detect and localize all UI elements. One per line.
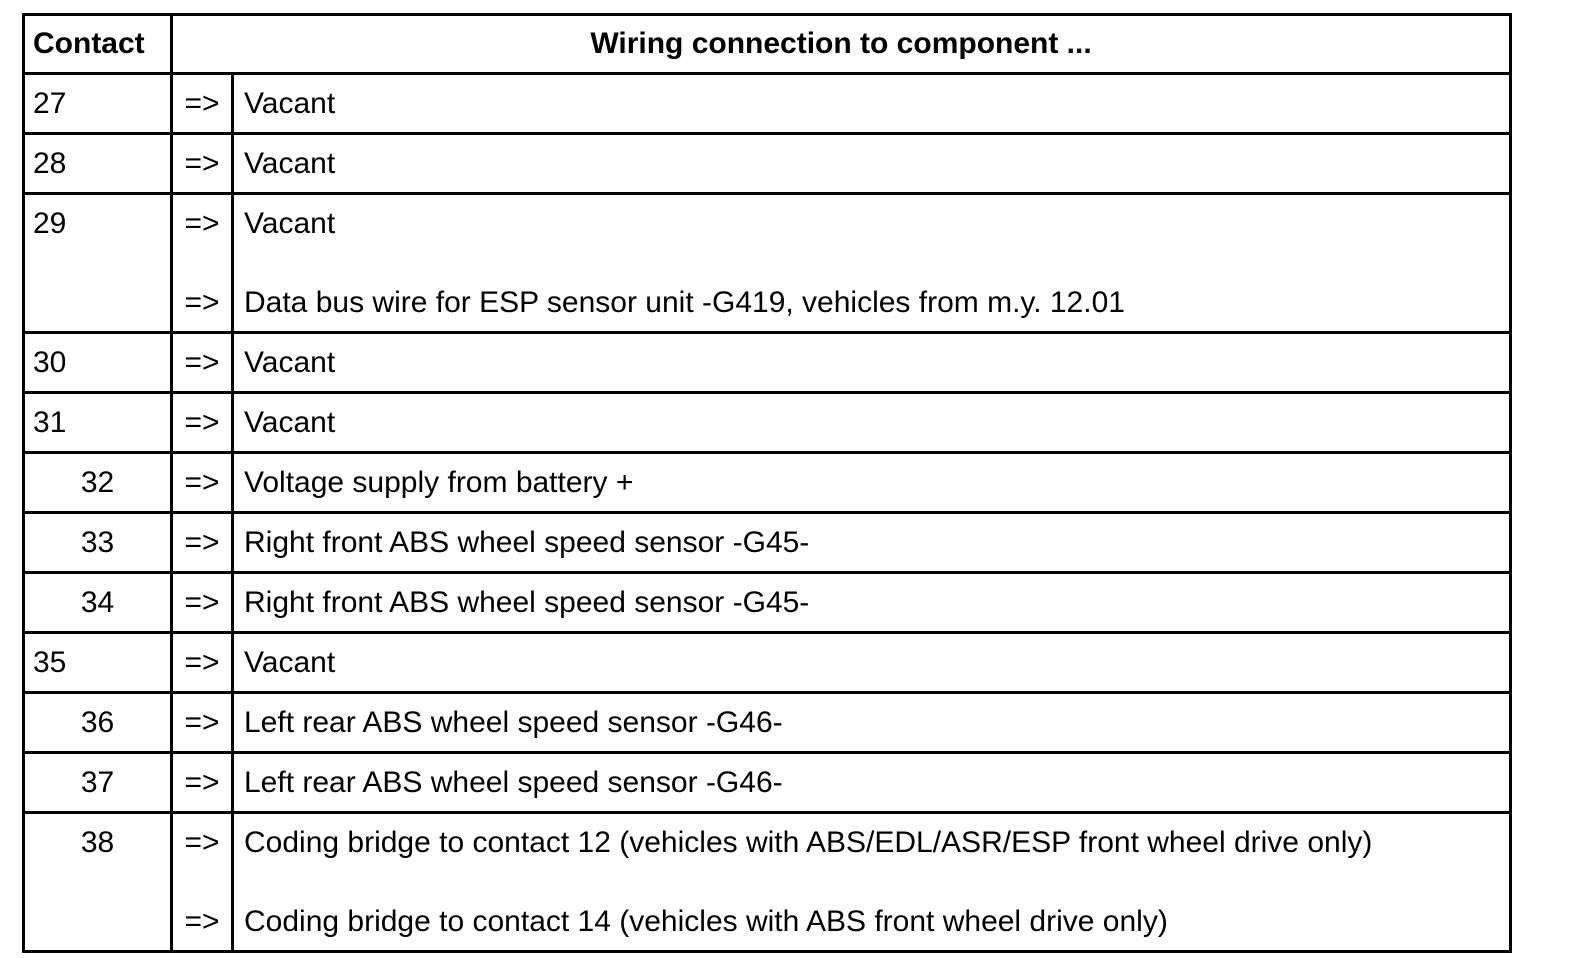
arrow-cell: => <box>173 394 234 451</box>
arrow-cell: => <box>173 754 234 811</box>
description-cell: Vacant <box>234 334 1509 391</box>
contact-number: 29 <box>33 206 67 240</box>
arrow-icon: => <box>184 904 220 938</box>
table-row: 36 => Left rear ABS wheel speed sensor -… <box>25 691 1509 751</box>
arrow-cell: => <box>173 634 234 691</box>
arrow-icon: => <box>184 345 220 379</box>
description-cell: Voltage supply from battery + <box>234 454 1509 511</box>
contact-cell: 38 <box>25 814 173 950</box>
contact-cell: 36 <box>25 694 173 751</box>
arrow-icon: => <box>184 525 220 559</box>
arrow-cell: => <box>173 75 234 132</box>
table-row: 32 => Voltage supply from battery + <box>25 451 1509 511</box>
wiring-description: Data bus wire for ESP sensor unit -G419,… <box>244 285 1125 319</box>
contact-number: 32 <box>80 465 115 499</box>
description-cell: Vacant <box>234 135 1509 192</box>
table-row: 27 => Vacant <box>25 72 1509 132</box>
wiring-description: Left rear ABS wheel speed sensor -G46- <box>244 705 783 739</box>
description-cell: Right front ABS wheel speed sensor -G45- <box>234 574 1509 631</box>
arrow-cell: => <box>173 135 234 192</box>
contact-number: 30 <box>33 345 67 379</box>
arrow-cell: => <box>173 334 234 391</box>
contact-number: 37 <box>80 765 115 799</box>
description-cell: Vacant <box>234 394 1509 451</box>
description-cell: Coding bridge to contact 12 (vehicles wi… <box>234 814 1509 950</box>
contact-number: 36 <box>80 705 115 739</box>
table-row: 35 => Vacant <box>25 631 1509 691</box>
table-row: 33 => Right front ABS wheel speed sensor… <box>25 511 1509 571</box>
contact-cell: 27 <box>25 75 173 132</box>
wiring-description: Coding bridge to contact 12 (vehicles wi… <box>244 825 1373 859</box>
wiring-description: Left rear ABS wheel speed sensor -G46- <box>244 765 783 799</box>
contact-number: 35 <box>33 645 67 679</box>
wiring-description: Vacant <box>244 345 336 379</box>
arrow-icon: => <box>184 465 220 499</box>
table-row: 37 => Left rear ABS wheel speed sensor -… <box>25 751 1509 811</box>
arrow-icon: => <box>184 825 220 859</box>
wiring-description: Right front ABS wheel speed sensor -G45- <box>244 525 810 559</box>
arrow-icon: => <box>184 405 220 439</box>
contact-cell: 32 <box>25 454 173 511</box>
contact-cell: 28 <box>25 135 173 192</box>
arrow-cell: => <box>173 454 234 511</box>
table-row: 34 => Right front ABS wheel speed sensor… <box>25 571 1509 631</box>
table-header-row: Contact Wiring connection to component .… <box>25 16 1509 72</box>
arrow-cell: => <box>173 514 234 571</box>
wiring-description: Vacant <box>244 146 336 180</box>
contact-cell: 37 <box>25 754 173 811</box>
contact-cell: 33 <box>25 514 173 571</box>
contact-number: 33 <box>80 525 115 559</box>
contact-number: 34 <box>80 585 115 619</box>
arrow-icon: => <box>184 705 220 739</box>
arrow-icon: => <box>184 146 220 180</box>
wiring-description: Vacant <box>244 86 336 120</box>
contact-cell: 29 <box>25 195 173 331</box>
contact-column-header: Contact <box>25 16 173 72</box>
contact-cell: 35 <box>25 634 173 691</box>
description-cell: Vacant <box>234 75 1509 132</box>
table-body: 27 => Vacant 28 => Vacant 29 => => Vacant… <box>25 72 1509 950</box>
contact-cell: 31 <box>25 394 173 451</box>
arrow-icon: => <box>184 765 220 799</box>
contact-number: 28 <box>33 146 67 180</box>
wiring-description: Vacant <box>244 206 336 240</box>
wiring-description: Vacant <box>244 405 336 439</box>
arrow-cell: => <box>173 694 234 751</box>
wiring-description: Coding bridge to contact 14 (vehicles wi… <box>244 904 1168 938</box>
arrow-icon: => <box>184 585 220 619</box>
contact-cell: 30 <box>25 334 173 391</box>
wiring-column-header: Wiring connection to component ... <box>590 27 1092 60</box>
description-cell: Vacant <box>234 634 1509 691</box>
arrow-icon: => <box>184 86 220 120</box>
arrow-icon: => <box>184 285 220 319</box>
contact-number: 31 <box>33 405 67 439</box>
contact-cell: 34 <box>25 574 173 631</box>
table-row: 30 => Vacant <box>25 331 1509 391</box>
arrow-cell: => => <box>173 195 234 331</box>
table-row: 31 => Vacant <box>25 391 1509 451</box>
description-cell: Left rear ABS wheel speed sensor -G46- <box>234 754 1509 811</box>
arrow-cell: => => <box>173 814 234 950</box>
table-row: 28 => Vacant <box>25 132 1509 192</box>
wiring-description: Vacant <box>244 645 336 679</box>
description-cell: Right front ABS wheel speed sensor -G45- <box>234 514 1509 571</box>
arrow-cell: => <box>173 574 234 631</box>
arrow-icon: => <box>184 206 220 240</box>
wiring-connection-table: Contact Wiring connection to component .… <box>22 13 1512 953</box>
contact-number: 27 <box>33 86 67 120</box>
description-cell: Left rear ABS wheel speed sensor -G46- <box>234 694 1509 751</box>
contact-number: 38 <box>80 825 115 859</box>
wiring-description: Voltage supply from battery + <box>244 465 634 499</box>
table-row: 38 => => Coding bridge to contact 12 (veh… <box>25 811 1509 950</box>
arrow-icon: => <box>184 645 220 679</box>
wiring-description: Right front ABS wheel speed sensor -G45- <box>244 585 810 619</box>
